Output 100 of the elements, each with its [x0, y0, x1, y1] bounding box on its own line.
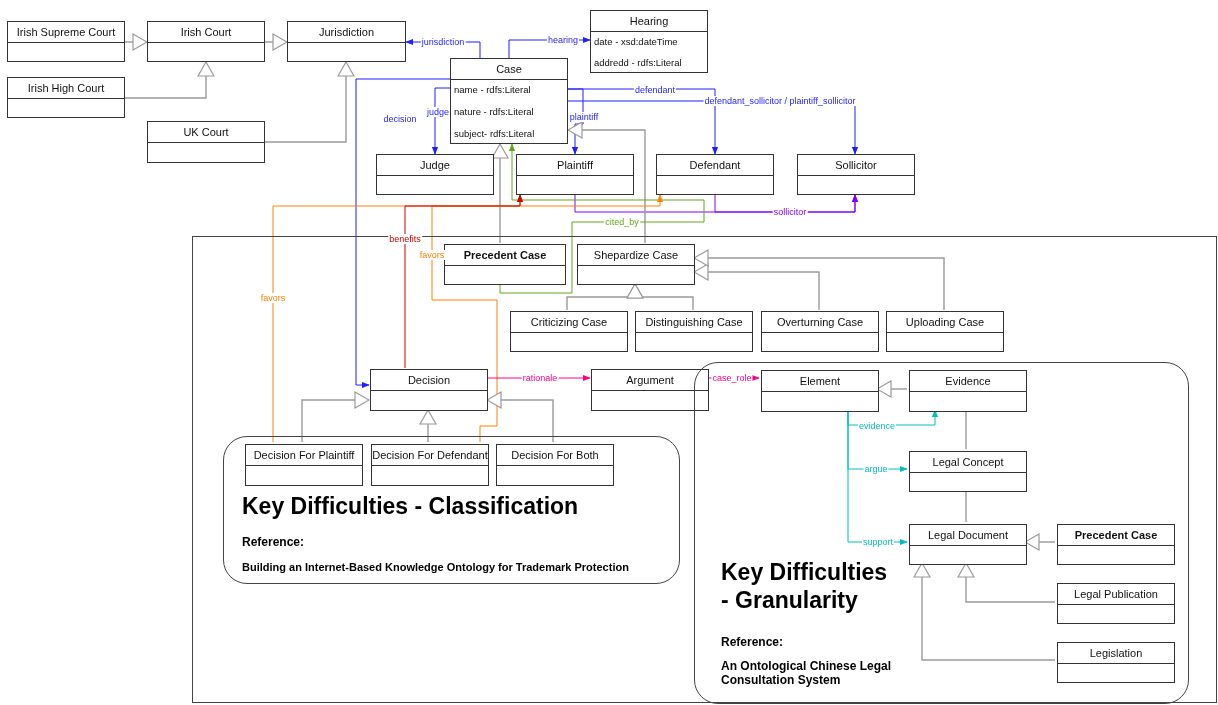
- association-arrow: [431, 87, 451, 155]
- class-name: UK Court: [148, 122, 264, 143]
- class-box: [496, 444, 614, 486]
- edge-label: decision: [382, 114, 418, 124]
- section-heading: Key Difficulties - Granularity: [721, 559, 889, 615]
- class-box: [147, 21, 265, 62]
- class-name: Decision For Plaintiff: [246, 445, 362, 466]
- edge-label: favors: [418, 250, 446, 260]
- class-name: Criticizing Case: [511, 312, 627, 333]
- section-heading: Key Difficulties - Classification: [242, 493, 580, 521]
- class-box: [371, 444, 489, 486]
- inheritance-arrow: [486, 391, 554, 443]
- class-box: [761, 311, 879, 352]
- class-name: Hearing: [591, 11, 707, 32]
- reference-label: Reference:: [242, 535, 306, 550]
- class-name: Overturning Case: [762, 312, 878, 333]
- class-name: Shepardize Case: [578, 245, 694, 266]
- class-name: Irish High Court: [8, 78, 124, 99]
- class-box: [516, 154, 634, 195]
- class-name: Distinguishing Case: [636, 312, 752, 333]
- edge-label: defendant_sollicitor / plaintiff_sollicitor: [703, 96, 857, 106]
- class-name: Precedent Case: [445, 245, 565, 266]
- edge-label: favors: [259, 293, 287, 303]
- inheritance-arrow: [264, 33, 288, 51]
- inheritance-arrow: [301, 391, 370, 443]
- inheritance-arrow: [693, 263, 820, 311]
- group-panel: [223, 436, 680, 584]
- association-arrow: [355, 78, 451, 389]
- association-arrow: [404, 194, 524, 369]
- edge-label: argue: [863, 464, 889, 474]
- edge-label: hearing: [547, 35, 579, 45]
- class-box: [590, 10, 708, 73]
- class-name: Precedent Case: [1058, 525, 1174, 546]
- class-name: Irish Supreme Court: [8, 22, 124, 43]
- inheritance-arrow: [567, 121, 646, 244]
- class-name: Legal Concept: [910, 452, 1026, 473]
- attribute-text: addredd - rdfs:Literal: [594, 57, 682, 68]
- class-box: [577, 244, 695, 285]
- class-box: [591, 369, 709, 411]
- class-name: Sollicitor: [798, 155, 914, 176]
- attribute-text: nature - rdfs:Literal: [454, 106, 534, 117]
- inheritance-arrow: [264, 61, 355, 143]
- edge-label: sollicitor: [772, 207, 808, 217]
- class-box: [510, 311, 628, 352]
- edge-label: judge: [426, 107, 450, 117]
- class-name: Plaintiff: [517, 155, 633, 176]
- class-name: Element: [762, 371, 878, 392]
- class-name: Jurisdiction: [288, 22, 405, 43]
- edge-label: jurisdiction: [420, 37, 466, 47]
- attribute-text: name - rdfs:Literal: [454, 84, 531, 95]
- class-box: [245, 444, 363, 486]
- class-box: [1057, 583, 1175, 624]
- inheritance-arrow: [491, 143, 509, 244]
- class-name: Defendant: [657, 155, 773, 176]
- edge-label: support: [862, 537, 894, 547]
- edge-label: benefits: [388, 234, 422, 244]
- inheritance-arrow: [693, 249, 945, 311]
- class-box: [444, 244, 566, 285]
- class-box: [635, 311, 753, 352]
- edge-label: evidence: [858, 421, 896, 431]
- class-name: Judge: [377, 155, 493, 176]
- class-name: Case: [451, 59, 567, 80]
- class-name: Legal Publication: [1058, 584, 1174, 605]
- class-name: Decision: [371, 370, 487, 391]
- class-name: Legislation: [1058, 643, 1174, 664]
- inheritance-arrow: [419, 409, 437, 443]
- association-arrow: [499, 143, 705, 294]
- class-name: Evidence: [910, 371, 1026, 392]
- class-box: [7, 21, 125, 62]
- class-box: [1057, 524, 1175, 565]
- inheritance-arrow: [124, 33, 148, 51]
- class-box: [761, 370, 879, 412]
- class-box: [1057, 642, 1175, 683]
- edge-label: cited_by: [604, 217, 640, 227]
- class-box: [909, 524, 1027, 565]
- inheritance-arrow: [626, 283, 694, 311]
- attribute-text: subject- rdfs:Literal: [454, 128, 535, 139]
- group-panel: [694, 362, 1189, 704]
- reference-label: Reference:: [721, 635, 785, 650]
- edge-label: defendant: [634, 85, 676, 95]
- class-name: Decision For Both: [497, 445, 613, 466]
- container-frame: [192, 236, 1217, 703]
- reference-title: An Ontological Chinese Legal Consultation System: [721, 659, 893, 688]
- class-box: [909, 451, 1027, 492]
- class-box: [909, 370, 1027, 412]
- class-box: [147, 121, 265, 163]
- class-name: Irish Court: [148, 22, 264, 43]
- class-box: [287, 21, 406, 62]
- reference-title: Building an Internet-Based Knowledge Ontology for Trademark Protection: [242, 561, 630, 575]
- class-box: [370, 369, 488, 411]
- edge-label: rationale: [521, 373, 559, 383]
- class-box: [886, 311, 1004, 352]
- attribute-text: date - xsd:dateTime: [594, 36, 678, 47]
- class-name: Legal Document: [910, 525, 1026, 546]
- class-box: [797, 154, 915, 195]
- class-box: [7, 77, 125, 118]
- inheritance-arrow: [124, 61, 215, 99]
- class-name: Argument: [592, 370, 708, 391]
- class-name: Uploading Case: [887, 312, 1003, 333]
- class-name: Decision For Defendant: [372, 445, 488, 466]
